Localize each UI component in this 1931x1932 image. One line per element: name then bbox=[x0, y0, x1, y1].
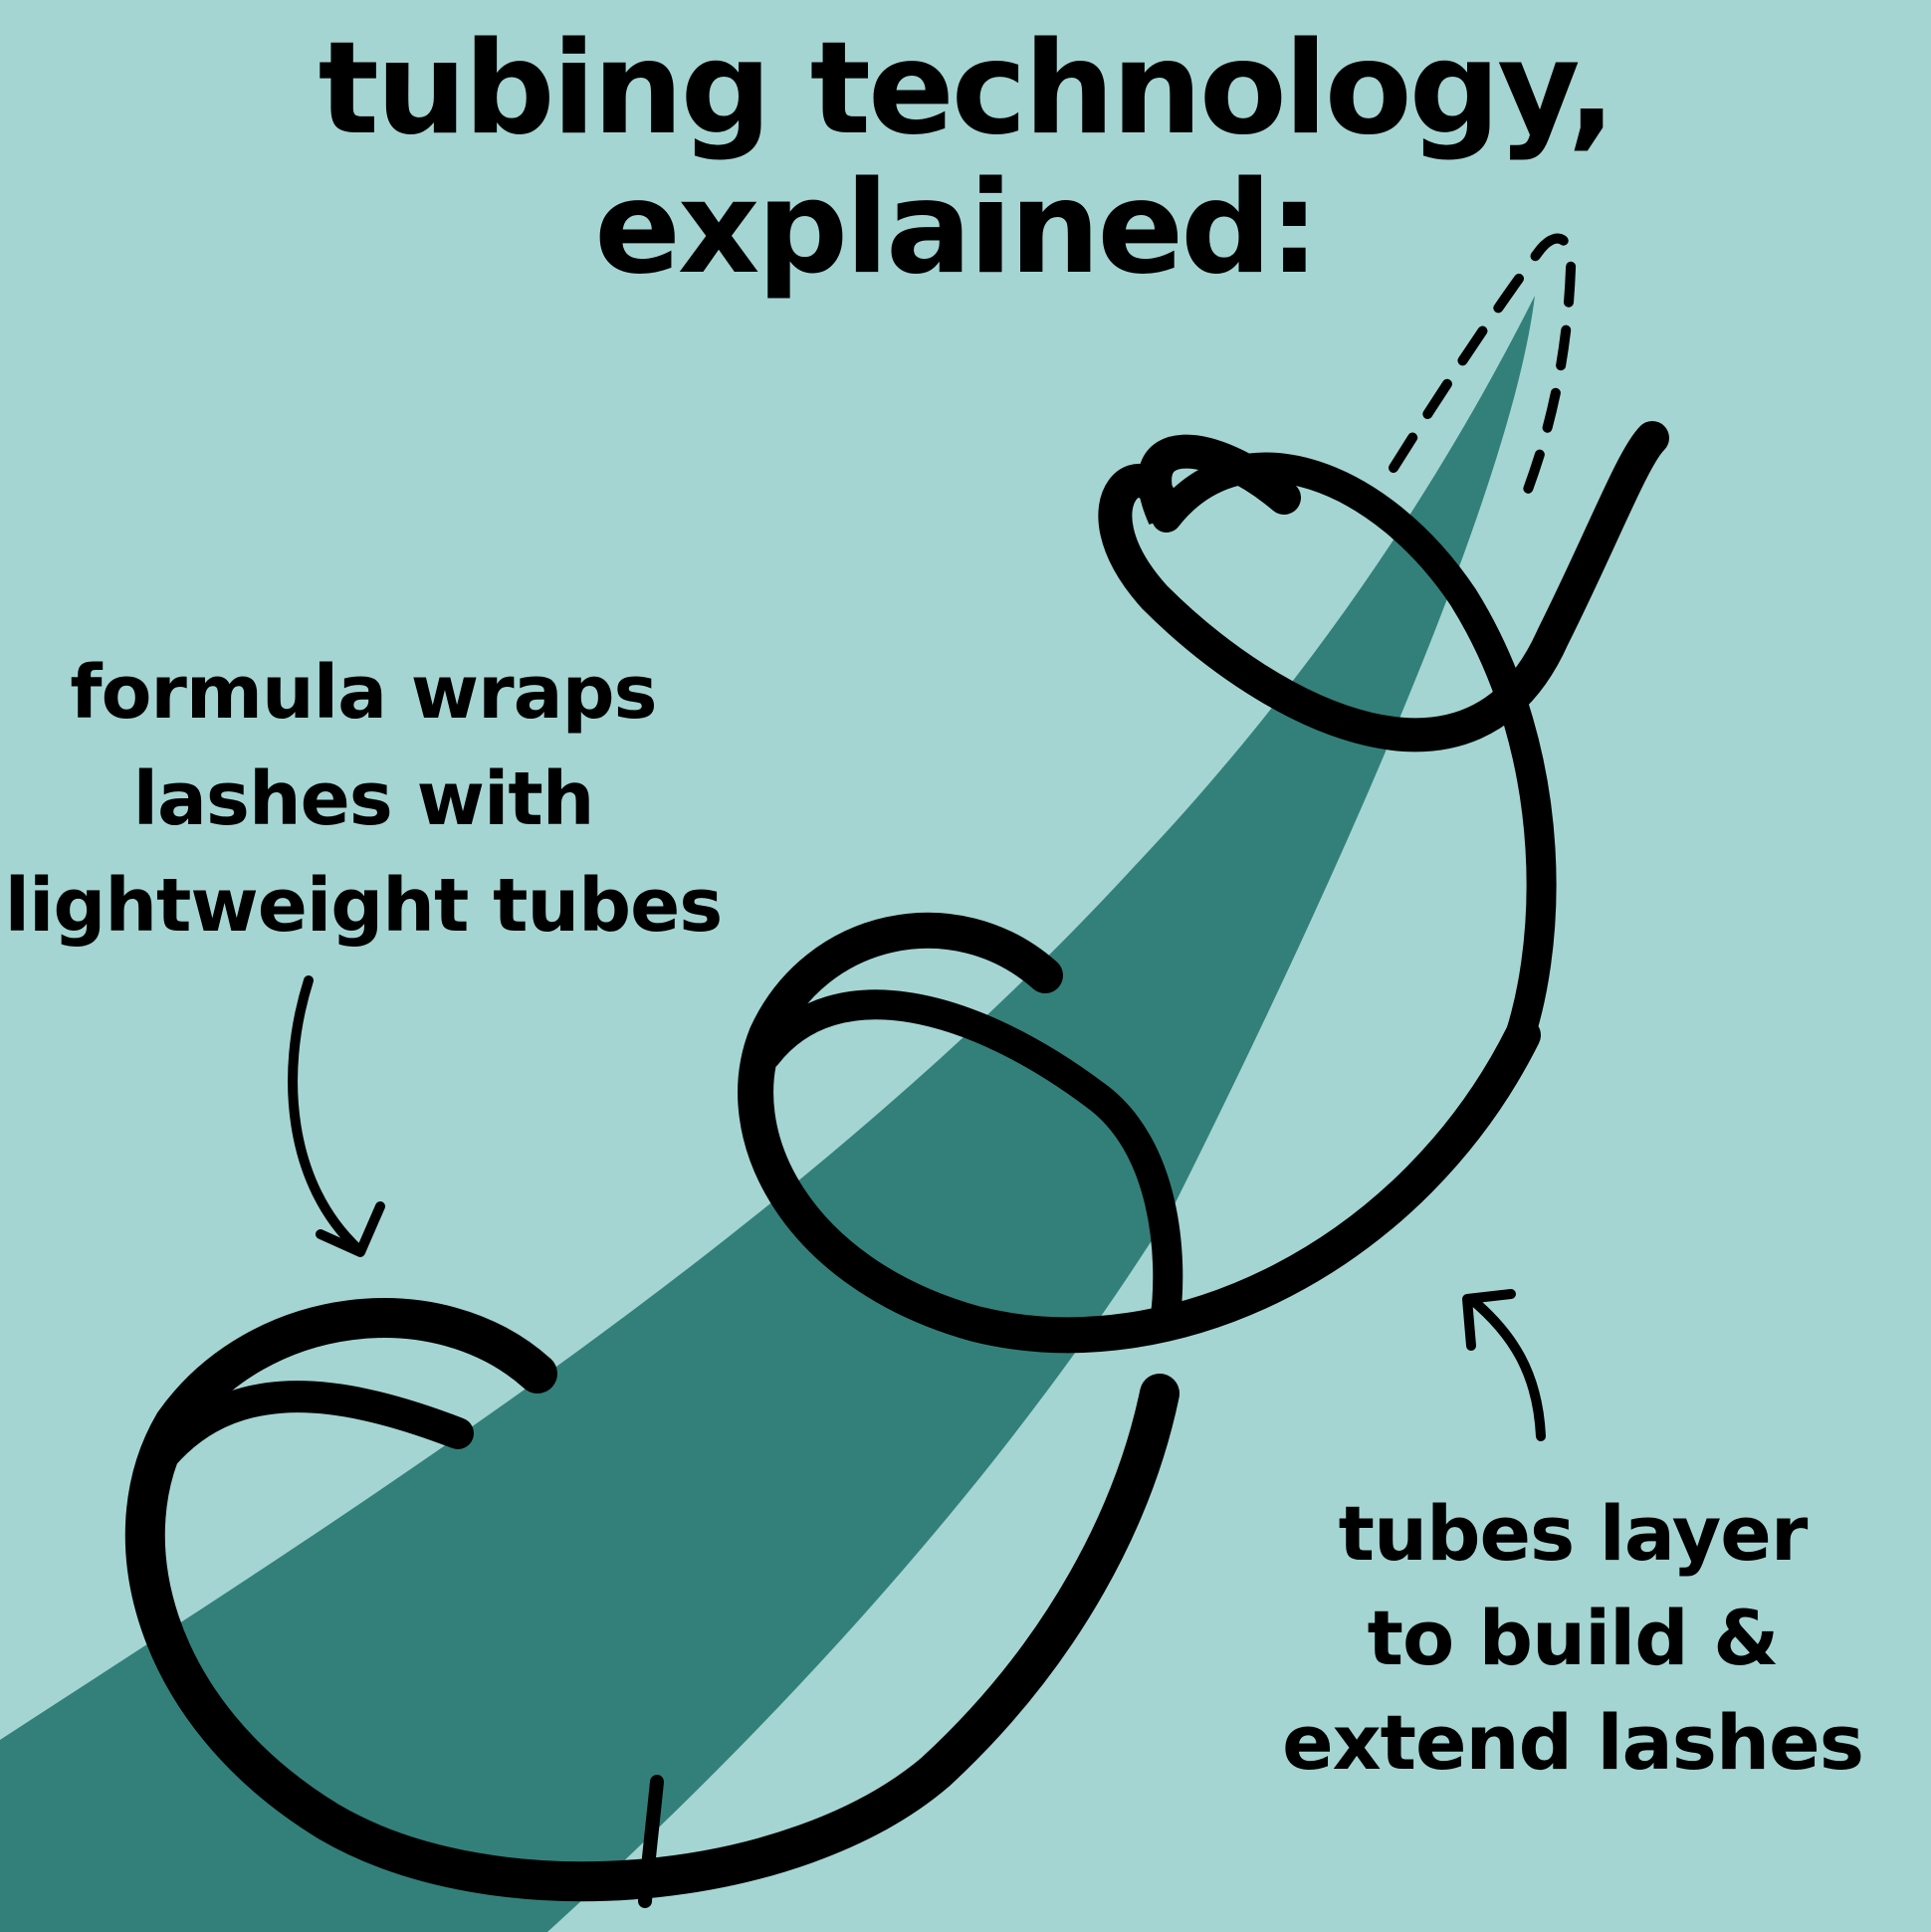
curved-arrow-up-icon bbox=[1462, 1289, 1546, 1441]
page-title: tubing technology, explained: bbox=[0, 20, 1931, 299]
title-line-1: tubing technology, bbox=[318, 15, 1616, 163]
tube-loop-top-inner bbox=[1152, 452, 1557, 1070]
caption-left-line-2: lashes with bbox=[132, 756, 595, 842]
tube-loop-bottom-inner bbox=[133, 1381, 474, 1489]
tube-loop-middle-inner bbox=[751, 989, 1183, 1339]
caption-right-line-2: to build & bbox=[1367, 1594, 1780, 1682]
caption-left-line-3: lightweight tubes bbox=[4, 863, 724, 949]
curved-arrow-down-icon bbox=[288, 975, 385, 1257]
tube-loop-top bbox=[1098, 421, 1669, 752]
tube-tail bbox=[638, 1775, 664, 1908]
caption-right-line-3: extend lashes bbox=[1282, 1698, 1864, 1787]
caption-formula-wraps: formula wraps lashes with lightweight tu… bbox=[0, 640, 727, 960]
caption-right-line-1: tubes layer bbox=[1338, 1489, 1809, 1578]
title-line-2: explained: bbox=[594, 154, 1320, 303]
lash-tip-dashed-outline bbox=[1389, 233, 1577, 513]
lash-strand bbox=[0, 296, 1535, 1932]
tube-wraps bbox=[124, 421, 1669, 1908]
caption-tubes-layer: tubes layer to build & extend lashes bbox=[1254, 1481, 1891, 1795]
tube-loop-bottom bbox=[124, 1298, 1180, 1902]
tube-loop-middle bbox=[738, 912, 1541, 1354]
caption-left-line-1: formula wraps bbox=[70, 650, 657, 736]
